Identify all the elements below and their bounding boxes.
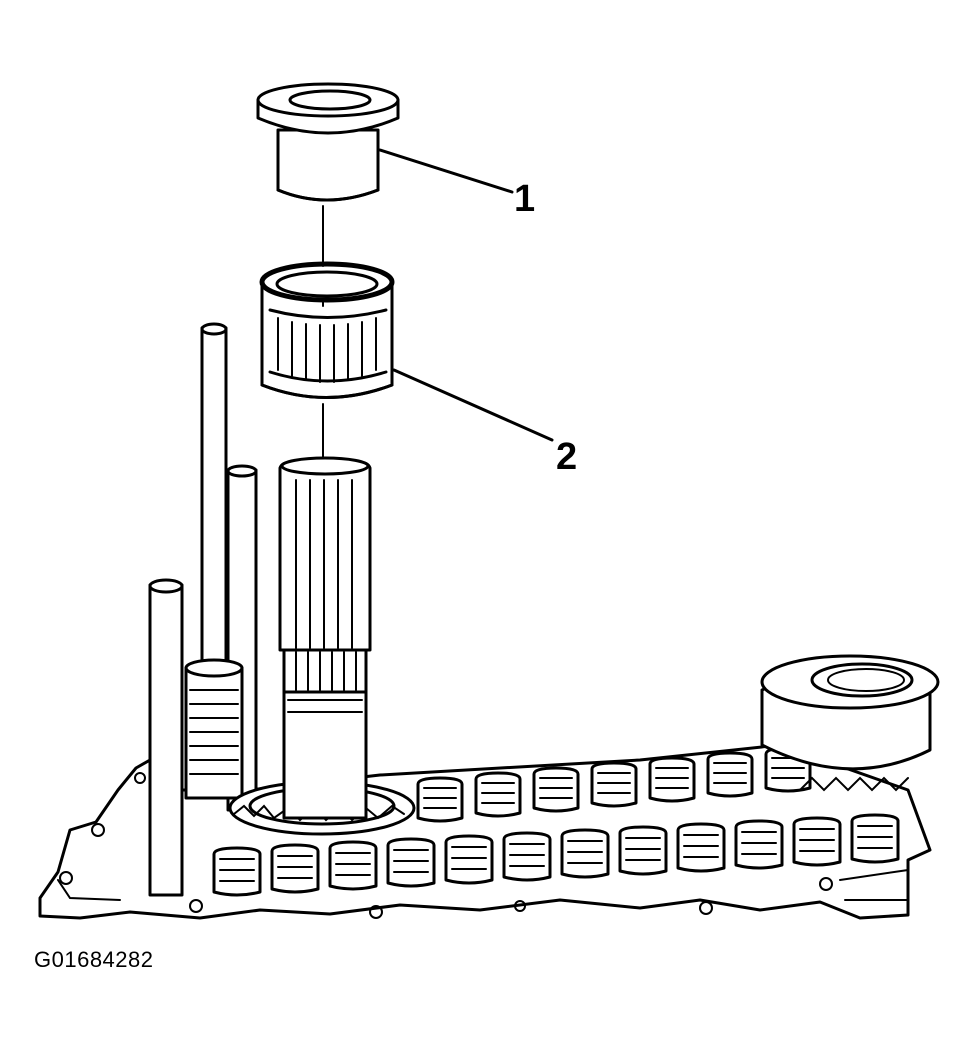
- chain-link: [328, 840, 378, 891]
- chain-link: [560, 828, 610, 879]
- figure-id-label: G01684282: [34, 947, 154, 972]
- chain-link: [502, 831, 552, 882]
- bushing: [256, 82, 400, 202]
- chain-link: [590, 761, 638, 808]
- chain-link: [532, 766, 580, 813]
- rod-left-short: [148, 578, 184, 897]
- chain-link: [706, 751, 754, 798]
- chain-link: [648, 756, 696, 803]
- chain-link: [386, 837, 436, 888]
- chain-link: [416, 776, 464, 823]
- rod-left-tall: [200, 322, 228, 680]
- chain-link: [734, 819, 784, 870]
- chain-link: [212, 846, 262, 897]
- chain-link: [270, 843, 320, 894]
- transmission-case: [38, 743, 932, 920]
- chain-link: [792, 816, 842, 867]
- leader-line-1: [378, 148, 514, 194]
- callout-label-2: 2: [556, 436, 578, 478]
- rod-spring: [184, 658, 244, 800]
- leader-line-2: [392, 368, 554, 442]
- driven-sprocket: [760, 654, 940, 792]
- callout-label-1: 1: [514, 178, 536, 220]
- chain-link: [676, 822, 726, 873]
- drive-chain: [212, 746, 900, 897]
- chain-link: [618, 825, 668, 876]
- chain-link: [474, 771, 522, 818]
- needle-bearing: [259, 261, 395, 399]
- chain-link: [444, 834, 494, 885]
- chain-link: [850, 813, 900, 864]
- input-shaft: [278, 456, 372, 820]
